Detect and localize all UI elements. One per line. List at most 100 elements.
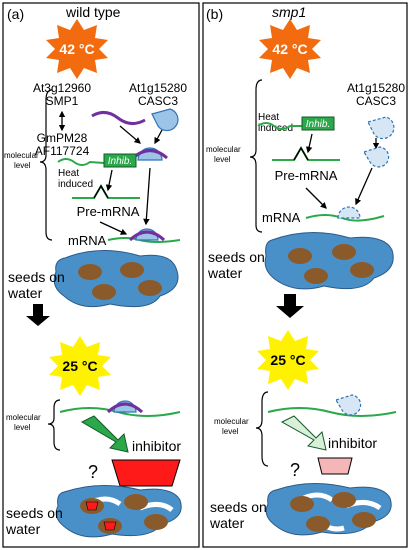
sun-hot-icon bbox=[259, 19, 321, 79]
molecular-level-a-2: level bbox=[14, 161, 31, 170]
inhib-label-b: Inhib. bbox=[306, 119, 330, 130]
molecular-level-b2-2: level bbox=[222, 427, 239, 436]
temp-low-b: 25 °C bbox=[270, 352, 305, 368]
smp1-protein-icon bbox=[91, 111, 146, 125]
seeds-on-water-b-1: seeds on bbox=[208, 249, 265, 265]
molecular-level-a2-1: molecular bbox=[6, 413, 41, 422]
seeds-on-water-b2-1: seeds on bbox=[210, 499, 267, 515]
inhibitor-block-icon bbox=[111, 459, 181, 487]
gene-casc3-name-a: CASC3 bbox=[138, 94, 178, 108]
seed-icon bbox=[124, 494, 148, 510]
rna-strand bbox=[257, 122, 302, 130]
arrow bbox=[305, 187, 327, 209]
inhibitor-b: inhibitor bbox=[328, 435, 377, 451]
rna-strand bbox=[57, 158, 105, 166]
molecular-level-a-1: molecular bbox=[4, 151, 39, 160]
heat-induced-b-2: induced bbox=[258, 123, 293, 134]
seed-icon bbox=[350, 262, 374, 278]
seeds-on-water-a2-1: seeds on bbox=[6, 505, 63, 521]
seeds-on-water-b2-2: water bbox=[209, 515, 245, 531]
heat-induced-a-1: Heat bbox=[58, 168, 79, 179]
seed-icon bbox=[138, 280, 162, 296]
seed-icon bbox=[78, 264, 102, 280]
heat-induced-b-1: Heat bbox=[258, 112, 279, 123]
gene-gmpm-id: AF117724 bbox=[35, 144, 90, 158]
question-b: ? bbox=[290, 460, 300, 480]
casc3-free-icon bbox=[363, 146, 390, 168]
gene-gmpm-name: GmPM28 bbox=[37, 131, 88, 145]
seed-icon bbox=[332, 492, 356, 508]
pre-mrna-b: Pre-mRNA bbox=[275, 168, 338, 183]
gene-casc3-id-b: At1g15280 bbox=[347, 81, 405, 95]
smp1-on-mrna-icon bbox=[128, 230, 166, 242]
gene-casc3-name-b: CASC3 bbox=[356, 94, 396, 108]
gene-smp1-id: At3g12960 bbox=[33, 81, 91, 95]
seeds-on-water-a2-2: water bbox=[5, 521, 41, 537]
seed-icon bbox=[92, 284, 116, 300]
down-arrow-icon bbox=[276, 294, 304, 318]
panel-b: (b) smp1 42 °C At1g15280 CASC3 molecular… bbox=[202, 2, 408, 548]
question-a: ? bbox=[88, 462, 98, 482]
inhib-box-a bbox=[103, 153, 137, 168]
smp1-bound-icon bbox=[106, 402, 144, 414]
intron-icon bbox=[93, 184, 109, 199]
inhibitor-block-icon bbox=[317, 457, 353, 475]
seed-icon bbox=[290, 496, 314, 512]
inhib-label-a: Inhib. bbox=[108, 156, 132, 167]
temp-high-b: 42 °C bbox=[272, 41, 307, 57]
casc3-protein-icon bbox=[151, 108, 179, 132]
brace-icon bbox=[39, 89, 53, 241]
molecular-level-b2-1: molecular bbox=[214, 417, 249, 426]
arrow bbox=[143, 167, 151, 226]
inhibitor-a: inhibitor bbox=[132, 438, 181, 454]
down-arrow-icon bbox=[26, 304, 50, 326]
sun-hot-icon bbox=[46, 19, 108, 79]
seed-icon bbox=[144, 514, 168, 530]
mrna-a: mRNA bbox=[68, 233, 107, 248]
panel-a: (a) wild type 42 °C At3g12960 SMP1 GmPM2… bbox=[2, 2, 200, 548]
pre-mrna-a: Pre-mRNA bbox=[77, 204, 140, 219]
molecular-level-b-2: level bbox=[214, 155, 231, 164]
inhibitor-mini-icon bbox=[103, 521, 117, 531]
seed-icon bbox=[288, 248, 312, 264]
seed-icon bbox=[332, 244, 356, 260]
panel-b-title: smp1 bbox=[272, 4, 306, 20]
brace-icon bbox=[47, 399, 61, 451]
arrow bbox=[305, 133, 313, 154]
arrow bbox=[119, 125, 141, 144]
arrow bbox=[99, 221, 128, 235]
seed-icon bbox=[306, 516, 330, 532]
gene-smp1-name: SMP1 bbox=[46, 94, 79, 108]
molecular-level-a2-2: level bbox=[14, 423, 31, 432]
casc3-protein-icon bbox=[367, 116, 395, 140]
arrow bbox=[355, 167, 373, 206]
seed-icon bbox=[120, 262, 144, 278]
seeds-on-water-a-1: seeds on bbox=[8, 269, 65, 285]
brace-icon bbox=[255, 391, 269, 467]
casc3-on-mrna-icon bbox=[337, 206, 361, 219]
intron-icon bbox=[293, 146, 309, 161]
mrna-b: mRNA bbox=[262, 210, 301, 225]
heat-induced-a-2: induced bbox=[58, 179, 93, 190]
seeds-on-water-a-2: water bbox=[7, 285, 43, 301]
seeds-on-water-b-2: water bbox=[207, 265, 243, 281]
seed-icon bbox=[304, 268, 328, 284]
sun-cool-icon bbox=[49, 336, 111, 396]
panel-a-title: wild type bbox=[65, 4, 121, 20]
seed-icon bbox=[352, 512, 376, 528]
panel-b-label: (b) bbox=[206, 6, 223, 22]
molecular-level-b-1: molecular bbox=[206, 145, 241, 154]
rna-strand bbox=[267, 407, 397, 417]
green-arrow-icon bbox=[80, 415, 129, 453]
gene-casc3-id-a: At1g15280 bbox=[129, 81, 187, 95]
temp-low-a: 25 °C bbox=[62, 358, 97, 374]
arrow bbox=[105, 169, 113, 192]
sun-cool-icon bbox=[257, 330, 319, 390]
inhibitor-mini-icon bbox=[85, 501, 99, 511]
temp-high-a: 42 °C bbox=[59, 41, 94, 57]
casc3-free-icon bbox=[335, 394, 362, 416]
brace-icon bbox=[249, 79, 263, 233]
inhib-box-b bbox=[301, 116, 335, 131]
light-green-arrow-icon bbox=[280, 415, 327, 451]
